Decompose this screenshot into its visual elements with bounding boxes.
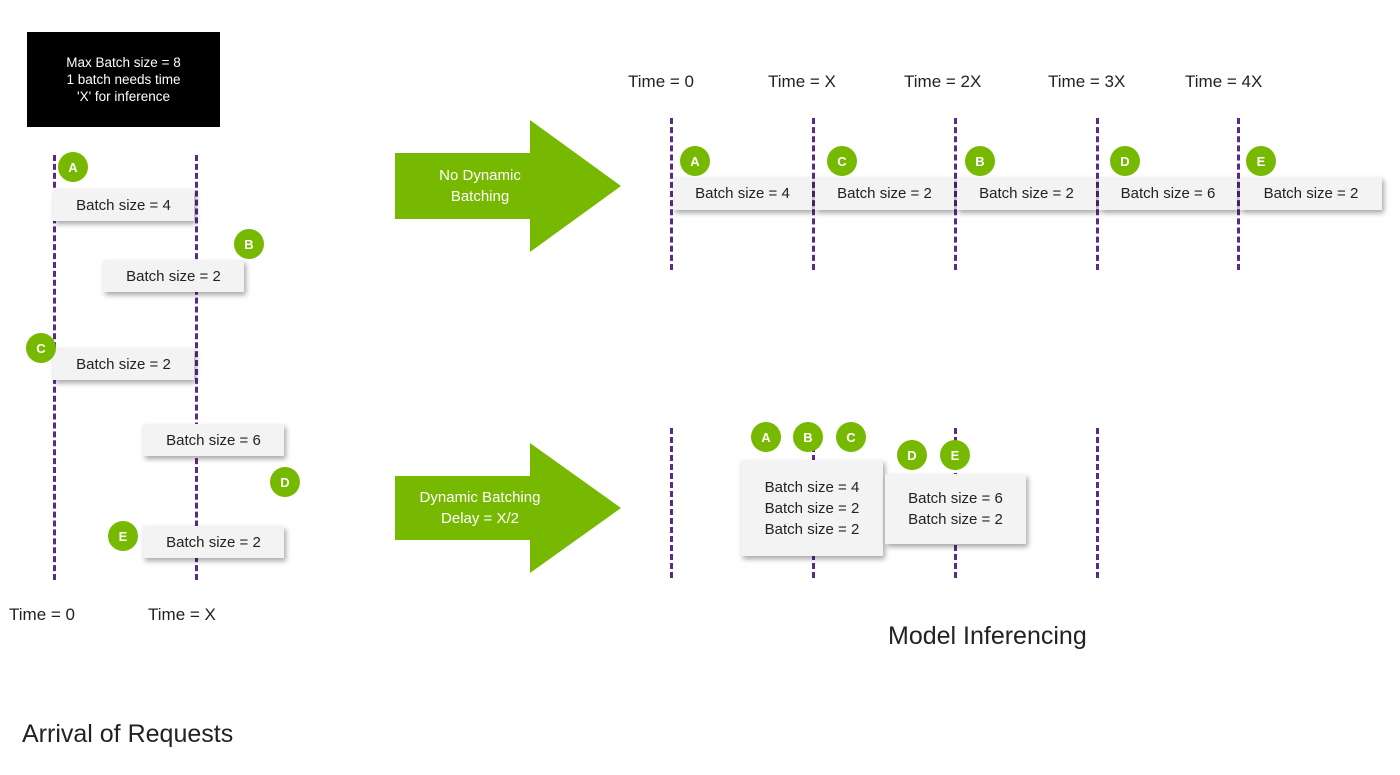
dynamic-badge-d: D (897, 440, 927, 470)
info-line-2: 1 batch needs time (66, 72, 181, 87)
timeline-label-time-0: Time = 0 (628, 72, 694, 91)
dynamic-batch-2: Batch size = 6 Batch size = 2 (885, 474, 1026, 544)
no-dynamic-badge-a: A (680, 146, 710, 176)
arrival-request-b-badge: B (234, 229, 264, 259)
arrow-dynamic-batching (395, 443, 621, 573)
no-dynamic-slot-2: Batch size = 2 (815, 177, 954, 210)
model-inferencing-title: Model Inferencing (888, 622, 1087, 650)
dynamic-line-3 (1096, 428, 1099, 578)
no-dynamic-slot-4: Batch size = 6 (1099, 177, 1237, 210)
dynamic-badge-c: C (836, 422, 866, 452)
no-dynamic-badge-c: C (827, 146, 857, 176)
dynamic-badge-b: B (793, 422, 823, 452)
arrival-request-a-badge: A (58, 152, 88, 182)
arrival-request-c-badge: C (26, 333, 56, 363)
no-dynamic-slot-1: Batch size = 4 (673, 177, 812, 210)
timeline-label-time-x: Time = X (768, 72, 836, 91)
arrival-request-d-box: Batch size = 6 (143, 424, 284, 456)
timeline-line-1 (812, 118, 815, 270)
timeline-line-0 (670, 118, 673, 270)
timeline-line-4 (1237, 118, 1240, 270)
arrow-no-dynamic-label: No Dynamic Batching (439, 167, 521, 205)
arrival-request-e-badge: E (108, 521, 138, 551)
info-line-3: 'X' for inference (77, 89, 170, 104)
arrival-request-e-box: Batch size = 2 (143, 526, 284, 558)
arrival-time-0-label: Time = 0 (9, 605, 75, 624)
arrow-dynamic-label: Dynamic Batching Delay = X/2 (419, 489, 541, 527)
arrival-request-c-box: Batch size = 2 (53, 348, 194, 380)
timeline-line-3 (1096, 118, 1099, 270)
dynamic-badge-a: A (751, 422, 781, 452)
dynamic-batch-1: Batch size = 4 Batch size = 2 Batch size… (741, 460, 883, 556)
timeline-label-time-4x: Time = 4X (1185, 72, 1263, 91)
no-dynamic-badge-e: E (1246, 146, 1276, 176)
arrow-no-dynamic-batching (395, 120, 621, 252)
arrival-request-b-box: Batch size = 2 (103, 260, 244, 292)
dynamic-line-0 (670, 428, 673, 578)
no-dynamic-badge-b: B (965, 146, 995, 176)
info-box: Max Batch size = 8 1 batch needs time 'X… (27, 32, 220, 127)
dynamic-badge-e: E (940, 440, 970, 470)
no-dynamic-slot-5: Batch size = 2 (1240, 177, 1382, 210)
arrival-time-x-label: Time = X (148, 605, 216, 624)
arrival-line-time-x (195, 155, 198, 580)
timeline-label-time-3x: Time = 3X (1048, 72, 1126, 91)
arrival-request-a-box: Batch size = 4 (53, 189, 194, 221)
timeline-line-2 (954, 118, 957, 270)
timeline-label-time-2x: Time = 2X (904, 72, 982, 91)
no-dynamic-badge-d: D (1110, 146, 1140, 176)
no-dynamic-slot-3: Batch size = 2 (957, 177, 1096, 210)
arrival-request-d-badge: D (270, 467, 300, 497)
arrival-title: Arrival of Requests (22, 720, 234, 748)
info-line-1: Max Batch size = 8 (66, 55, 181, 70)
